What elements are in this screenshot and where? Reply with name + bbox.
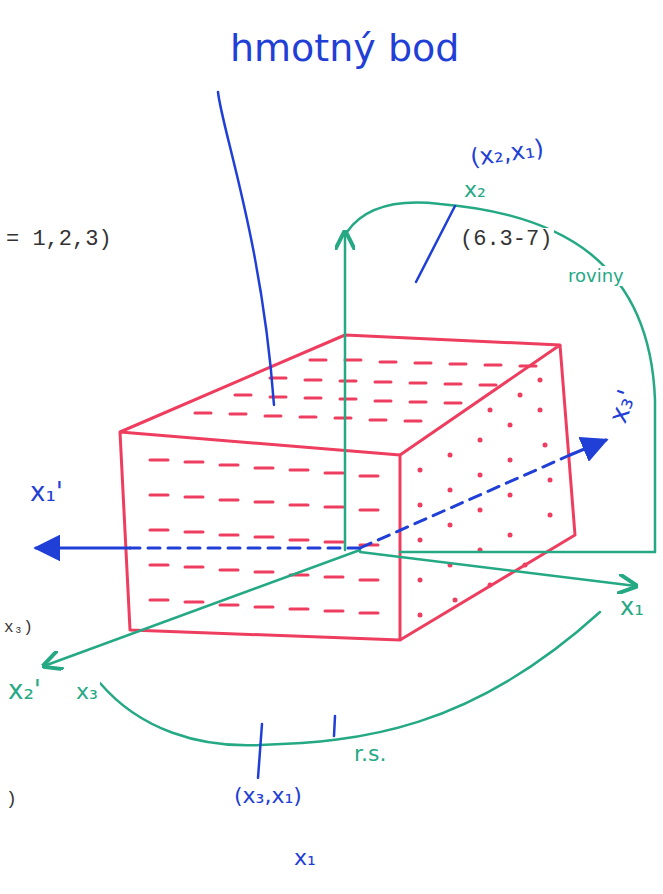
- leader-lines: [218, 92, 455, 778]
- plane-note: r.s.: [352, 742, 388, 766]
- axis-label: x₃': [603, 384, 643, 429]
- green-axes: [44, 203, 655, 746]
- surface-dots: [418, 378, 553, 618]
- axis-label: x₃: [74, 680, 100, 704]
- coordinate-pair: (x₃,x₁): [232, 784, 304, 808]
- equation-number: (6.3-7): [458, 228, 554, 252]
- printed-text: = 1,2,3): [4, 228, 114, 252]
- printed-text: ): [4, 790, 19, 810]
- axis-label: x₂: [462, 178, 488, 202]
- surface-dashes: [150, 360, 536, 613]
- title-note: hmotný bod: [228, 28, 461, 70]
- axis-label: x₂': [6, 676, 43, 705]
- axis-label: x₁': [28, 478, 65, 507]
- cuboid: [120, 335, 575, 640]
- blue-axes: [36, 440, 606, 548]
- axis-label: x₁: [618, 594, 646, 620]
- plane-note: roviny: [566, 266, 626, 286]
- axis-label: x₁: [292, 846, 318, 870]
- coordinate-pair: (x₂,x₁): [467, 135, 548, 172]
- printed-text: x₃): [2, 620, 35, 638]
